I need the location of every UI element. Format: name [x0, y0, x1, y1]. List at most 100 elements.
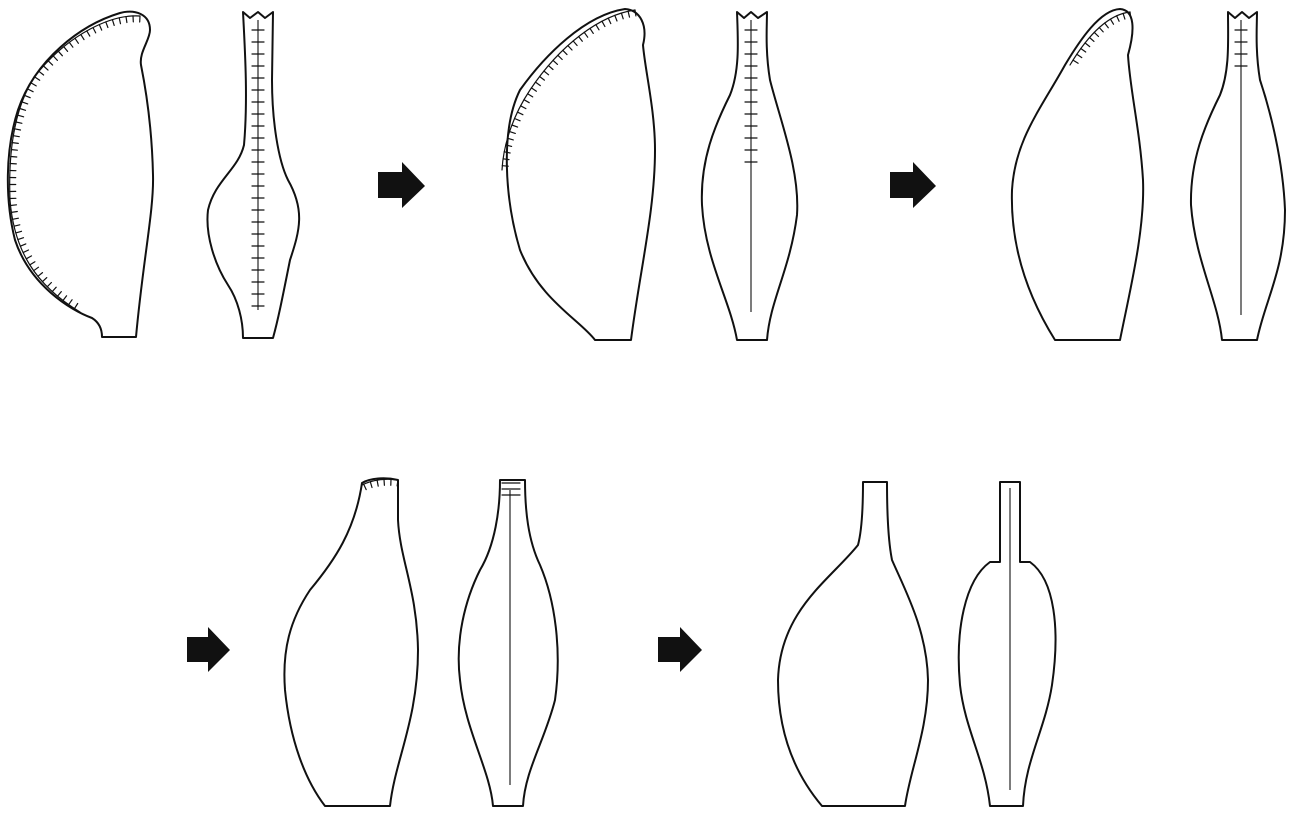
hair-tick	[12, 143, 18, 144]
hair-tick	[1090, 38, 1095, 42]
arrow-3	[187, 627, 230, 672]
hair-tick	[590, 28, 593, 33]
hair-tick	[602, 21, 605, 26]
hair-tick	[39, 71, 44, 75]
hair-tick	[99, 25, 101, 31]
stage-5	[778, 482, 1056, 806]
hair-tick	[512, 125, 518, 127]
hair-fringe	[10, 16, 140, 309]
hair-tick	[69, 42, 73, 47]
hair-tick	[16, 231, 22, 233]
front-view-2	[702, 12, 797, 340]
hair-tick	[544, 71, 549, 75]
hair-tick	[510, 132, 516, 134]
hair-tick	[528, 94, 533, 97]
hair-tick	[14, 225, 20, 226]
hair-tick	[87, 31, 90, 36]
hair-tick	[38, 273, 43, 277]
hair-tick	[16, 122, 22, 123]
hair-tick	[1110, 19, 1113, 24]
hair-tick	[1077, 54, 1082, 57]
hair-tick	[26, 256, 31, 259]
stage-3	[1012, 9, 1285, 340]
hair-tick	[1123, 13, 1125, 19]
hair-tick	[25, 95, 31, 97]
hair-tick	[377, 480, 378, 486]
hair-tick	[628, 11, 629, 17]
hair-tick	[502, 166, 508, 167]
hair-tick	[584, 32, 588, 37]
hair-tick	[47, 283, 51, 287]
hair-tick	[20, 244, 26, 246]
hair-tick	[573, 41, 577, 46]
hair-tick	[540, 77, 545, 81]
hair-tick	[18, 238, 24, 240]
hair-tick	[596, 25, 599, 30]
front-view-1	[207, 12, 299, 338]
hair-tick	[621, 13, 623, 19]
arrow-4	[658, 627, 702, 672]
hair-tick	[579, 37, 583, 42]
stage-4	[284, 478, 557, 806]
hair-tick	[52, 287, 56, 291]
hair-fringe	[1073, 12, 1131, 63]
hair-tick	[11, 205, 17, 206]
hair-tick	[536, 82, 541, 86]
front-view-4	[459, 480, 558, 806]
hair-tick	[64, 47, 68, 52]
hair-tick	[126, 17, 127, 23]
hair-tick	[63, 296, 67, 301]
stage-1	[8, 12, 299, 338]
hair-tick	[524, 100, 529, 103]
side-view-2	[502, 9, 655, 340]
hair-tick	[1117, 16, 1120, 21]
hair-tick	[1130, 12, 1131, 18]
hair-tick	[75, 38, 78, 43]
side-view-4	[284, 478, 418, 806]
hair-tick	[563, 50, 567, 54]
hair-tick	[22, 102, 28, 104]
hair-tick	[81, 35, 84, 40]
hair-tick	[1094, 32, 1098, 36]
hair-tick	[13, 136, 19, 137]
hair-tick	[28, 89, 33, 92]
hair-tick	[635, 10, 636, 16]
hair-tick	[521, 106, 526, 109]
hair-tick	[553, 60, 557, 64]
hair-tick	[531, 88, 536, 91]
hair-tick	[23, 250, 28, 253]
hair-tick	[1099, 28, 1103, 32]
hair-tick	[15, 129, 21, 130]
hair-tick	[13, 218, 19, 219]
arrow-1	[378, 162, 425, 208]
hair-tick	[31, 83, 36, 86]
hair-tick	[34, 267, 39, 271]
side-view-5	[778, 482, 928, 806]
hair-tick	[503, 159, 509, 160]
hair-tick	[112, 20, 114, 26]
hair-tick	[370, 482, 372, 488]
hair-tick	[35, 77, 40, 80]
hair-tick	[608, 18, 611, 23]
hair-tick	[1073, 60, 1078, 63]
hair-tick	[11, 212, 17, 213]
hair-tick	[58, 292, 62, 297]
hair-tick	[75, 304, 78, 309]
hair-tick	[11, 157, 17, 158]
hair-tick	[53, 56, 57, 60]
front-view-3	[1191, 12, 1285, 340]
hair-tick	[42, 278, 46, 282]
hair-tick	[30, 262, 35, 265]
hair-tick	[18, 115, 24, 117]
hair-tick	[58, 51, 62, 56]
hair-tick	[44, 66, 49, 70]
arrow-2	[890, 162, 936, 208]
hair-tick	[1081, 49, 1086, 53]
hair-tick	[504, 152, 510, 153]
stage-2	[502, 9, 797, 340]
hair-tick	[517, 112, 523, 115]
hair-tick	[1085, 43, 1090, 47]
hair-tick	[48, 61, 52, 65]
hair-tick	[548, 66, 553, 70]
